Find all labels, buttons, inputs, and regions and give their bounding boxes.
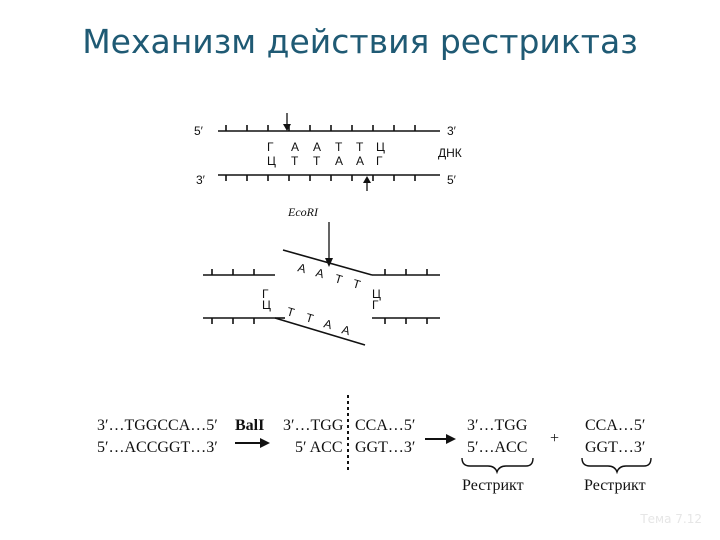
frag1-bot: 5′…ACC	[467, 439, 527, 456]
dna-duplex	[218, 125, 440, 181]
plus-sign: +	[550, 430, 559, 447]
frag2-bot: GGT…3′	[585, 439, 645, 456]
mid-bot-right: GGT…3′	[355, 439, 415, 456]
top-base-5: Т	[356, 140, 364, 154]
ball-enzyme-label: BalI	[235, 417, 264, 434]
right-bot-base: Г	[372, 298, 379, 312]
top-base-2: А	[291, 140, 299, 154]
mid-top-left: 3′…TGG	[283, 417, 344, 434]
enzyme-label: EcoRI	[287, 205, 319, 219]
overhang-top-4: Т	[351, 276, 363, 292]
overhang-bot-4: А	[340, 322, 352, 338]
fragment-label-1: Рестрикт	[462, 477, 524, 494]
top-base-1: Г	[267, 140, 274, 154]
bot-base-4: А	[335, 154, 343, 168]
bottom-strand-ticks	[226, 175, 415, 181]
brace-2	[582, 458, 651, 472]
ball-arrow-2	[425, 434, 456, 444]
left-bot-base: Ц	[262, 298, 271, 312]
top-3-label: 3′	[447, 124, 457, 138]
overhang-top-3: Т	[333, 271, 345, 287]
overhang-top-2: А	[314, 265, 326, 281]
top-base-3: А	[313, 140, 321, 154]
bottom-3-label: 3′	[196, 173, 206, 187]
overhang-top-1: А	[296, 260, 308, 276]
orig-bot-seq: 5′…ACCGGT…3′	[97, 439, 218, 456]
overhang-bot-1: Т	[285, 304, 297, 320]
bot-base-1: Ц	[267, 154, 276, 168]
overhang-bot-3: А	[322, 316, 334, 332]
bot-base-5: А	[356, 154, 364, 168]
orig-top-seq: 3′…TGGCCA…5′	[97, 417, 218, 434]
bot-base-3: Т	[313, 154, 321, 168]
mid-top-right: CCA…5′	[355, 417, 415, 434]
fragment-label-2: Рестрикт	[584, 477, 646, 494]
top-strand-ticks	[226, 125, 415, 131]
dna-label: ДНК	[438, 146, 462, 160]
cut-fragments	[203, 250, 440, 345]
cut-arrow-bottom	[363, 176, 371, 191]
mid-bot-left: 5′ ACC	[295, 439, 343, 456]
top-base-6: Ц	[376, 140, 385, 154]
frag1-top: 3′…TGG	[467, 417, 528, 434]
top-base-4: Т	[335, 140, 343, 154]
frag2-top: CCA…5′	[585, 417, 645, 434]
bottom-5-label: 5′	[447, 173, 457, 187]
brace-1	[462, 458, 533, 472]
ball-arrow	[235, 438, 270, 448]
watermark: Тема 7.12	[640, 512, 702, 526]
reaction-arrow-down	[325, 222, 333, 267]
top-5-label: 5′	[194, 124, 204, 138]
bot-base-2: Т	[291, 154, 299, 168]
overhang-bot-2: Т	[304, 310, 316, 326]
bot-base-6: Г	[376, 154, 383, 168]
